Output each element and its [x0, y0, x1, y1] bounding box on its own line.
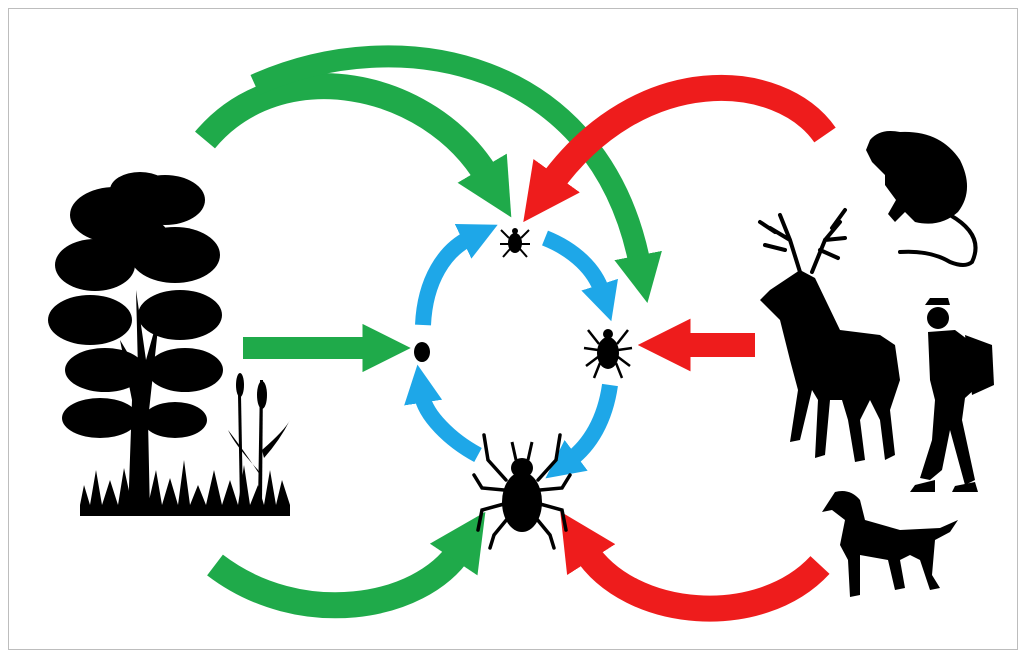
- host-silhouettes: [760, 131, 994, 597]
- nymph-icon: [584, 329, 632, 378]
- hiker-icon: [910, 298, 994, 492]
- rodent-icon: [866, 131, 976, 265]
- lifecycle-arrows: [422, 238, 610, 460]
- larva-icon: [500, 228, 530, 257]
- tree-icon: [48, 172, 223, 515]
- green-arrow-to-adult: [215, 550, 460, 605]
- red-arrow-to-adult: [585, 550, 820, 609]
- reed-icon: [228, 373, 290, 505]
- red-arrow-to-larva: [550, 88, 825, 185]
- blue-arrow-larva-to-nymph: [545, 238, 602, 292]
- blue-arrow-egg-to-larva: [423, 238, 470, 325]
- blue-arrow-nymph-to-adult: [570, 385, 610, 460]
- blue-arrow-adult-to-egg: [422, 395, 478, 455]
- dog-icon: [822, 491, 958, 597]
- green-arrow-to-larva: [205, 86, 488, 178]
- deer-icon: [760, 210, 900, 462]
- egg-icon: [414, 342, 430, 362]
- adult-tick-icon: [474, 435, 570, 548]
